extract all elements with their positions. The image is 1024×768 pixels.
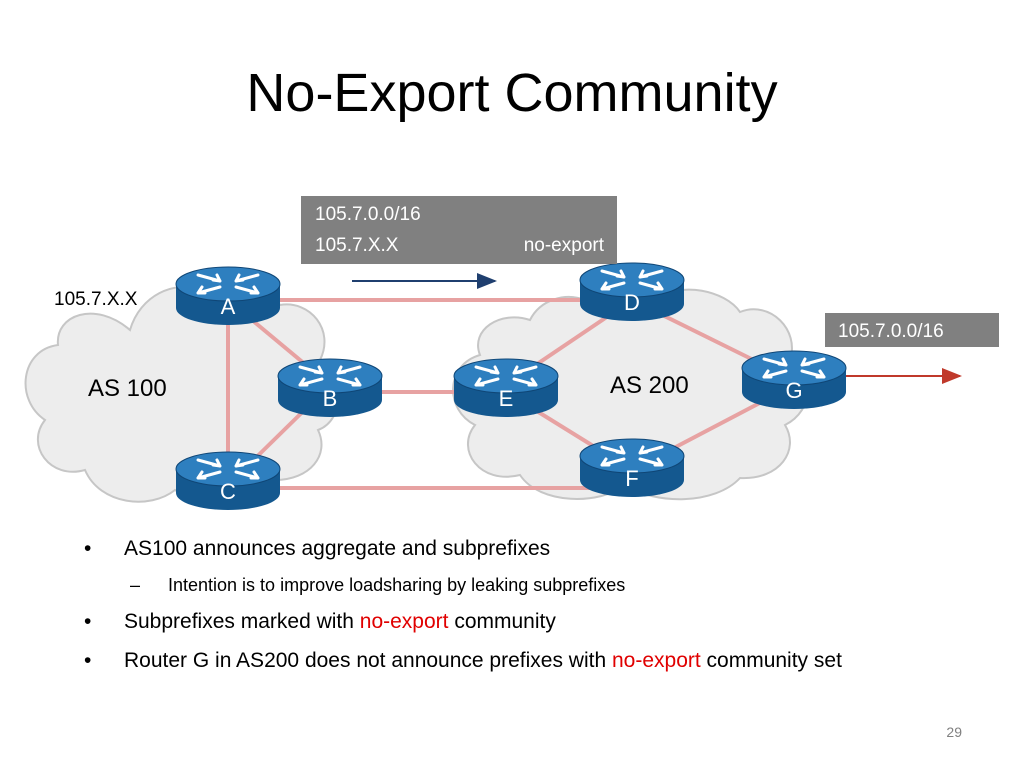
- router-icon: [762, 357, 826, 379]
- sub-bullet-text: Intention is to improve loadsharing by l…: [168, 575, 626, 595]
- slide-title: No-Export Community: [246, 63, 778, 123]
- output-box-label: 105.7.0.0/16: [838, 321, 944, 342]
- bullet-item: • Subprefixes marked with no-export comm…: [84, 607, 984, 636]
- router-d: D: [579, 262, 685, 321]
- page-number: 29: [946, 724, 962, 740]
- router-e: E: [453, 358, 559, 417]
- router-icon: [600, 269, 664, 291]
- announce-line1: 105.7.0.0/16: [315, 204, 421, 225]
- router-g: G: [741, 350, 847, 409]
- router-label: F: [625, 466, 638, 491]
- bullet-item: • Router G in AS200 does not announce pr…: [84, 646, 984, 675]
- router-icon: [196, 458, 260, 480]
- router-label: G: [785, 378, 802, 403]
- network-diagram: A B C D E F G AS 100 AS 200 105.7.X.X 105.7.0.…: [24, 196, 999, 510]
- bullet-text-after: community: [448, 610, 556, 633]
- router-c: C: [175, 451, 281, 510]
- announce-box: 105.7.0.0/16 105.7.X.X no-export: [301, 196, 617, 264]
- bullet-list: • AS100 announces aggregate and subprefi…: [84, 534, 984, 685]
- router-a: A: [175, 266, 281, 325]
- router-icon: [474, 365, 538, 387]
- bullet-text-after: community set: [700, 649, 842, 672]
- router-label: E: [499, 386, 514, 411]
- router-label: A: [221, 294, 236, 319]
- bullet-highlight: no-export: [359, 610, 449, 633]
- as100-label: AS 100: [88, 375, 167, 402]
- bullet-dash: –: [130, 575, 141, 595]
- bullet-text: Subprefixes marked with: [124, 610, 360, 633]
- router-icon: [298, 365, 362, 387]
- announce-line2-tag: no-export: [524, 235, 605, 256]
- output-box: 105.7.0.0/16: [825, 313, 999, 347]
- sub-bullet-item: – Intention is to improve loadsharing by…: [84, 573, 984, 597]
- router-label: C: [220, 479, 236, 504]
- router-label: B: [323, 386, 338, 411]
- as200-label: AS 200: [610, 372, 689, 399]
- bullet-highlight: no-export: [611, 649, 701, 672]
- bullet-dot: •: [84, 537, 92, 560]
- router-icon: [196, 273, 260, 295]
- bullet-dot: •: [84, 610, 92, 633]
- bullet-text: AS100 announces aggregate and subprefixe…: [124, 537, 551, 560]
- announce-line2-prefix: 105.7.X.X: [315, 235, 399, 256]
- bullet-item: • AS100 announces aggregate and subprefi…: [84, 534, 984, 563]
- router-icon: [600, 445, 664, 467]
- router-b: B: [277, 358, 383, 417]
- bullet-dot: •: [84, 649, 92, 672]
- bullet-text: Router G in AS200 does not announce pref…: [124, 649, 612, 672]
- router-f: F: [579, 438, 685, 497]
- router-label: D: [624, 290, 640, 315]
- prefix-label-left: 105.7.X.X: [54, 289, 138, 310]
